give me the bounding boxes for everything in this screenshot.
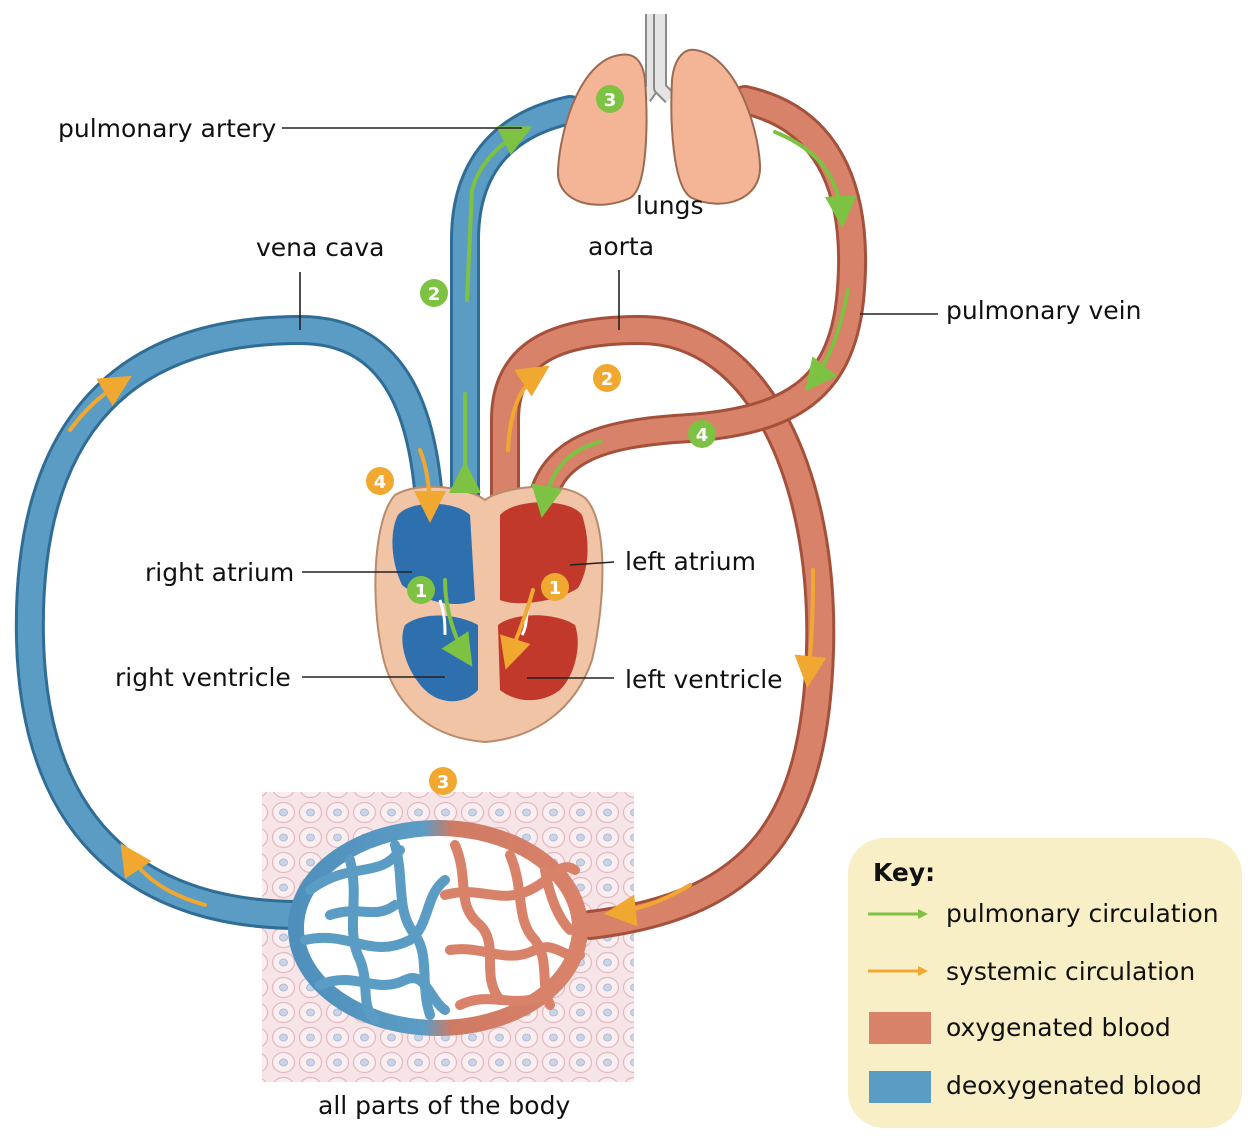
- systemic-arrows: [68, 365, 827, 927]
- leader-lines: [282, 127, 938, 679]
- key-pulmonary-label: pulmonary circulation: [946, 899, 1219, 928]
- marker-right-atrium-text: 1: [415, 581, 428, 602]
- label-pulmonary-artery: pulmonary artery: [58, 114, 277, 143]
- key-oxygenated-label: oxygenated blood: [946, 1013, 1171, 1042]
- pulmonary-arrow-icon: [868, 909, 928, 919]
- marker-right-atrium: 1: [407, 576, 435, 604]
- label-vena-cava: vena cava: [256, 233, 385, 262]
- marker-pulmonary-artery-text: 2: [428, 284, 441, 305]
- label-left-ventricle: left ventricle: [625, 665, 783, 694]
- label-right-atrium: right atrium: [145, 558, 295, 587]
- capillary-network: [288, 820, 588, 1036]
- label-pulmonary-vein: pulmonary vein: [946, 296, 1142, 325]
- marker-pulmonary-vein: 4: [688, 420, 716, 448]
- label-aorta: aorta: [588, 232, 655, 261]
- marker-left-atrium-text: 1: [549, 578, 562, 599]
- marker-pulmonary-vein-text: 4: [696, 425, 709, 446]
- marker-aorta: 2: [593, 364, 621, 392]
- marker-aorta-text: 2: [601, 369, 614, 390]
- label-lungs: lungs: [636, 191, 704, 220]
- systemic-arrow-icon: [868, 966, 928, 976]
- label-right-ventricle: right ventricle: [115, 663, 291, 692]
- lungs: [556, 14, 762, 206]
- label-body: all parts of the body: [318, 1091, 571, 1120]
- marker-body: 3: [429, 767, 457, 795]
- marker-vena-cava-text: 4: [374, 472, 387, 493]
- oxygenated-swatch: [869, 1012, 931, 1044]
- marker-body-text: 3: [437, 772, 450, 793]
- marker-left-atrium: 1: [541, 573, 569, 601]
- key-deoxygenated-label: deoxygenated blood: [946, 1071, 1203, 1100]
- marker-lungs: 3: [596, 85, 624, 113]
- pulmonary-arrows: [441, 126, 857, 667]
- marker-vena-cava: 4: [366, 467, 394, 495]
- label-left-atrium: left atrium: [625, 547, 756, 576]
- key-systemic-label: systemic circulation: [946, 957, 1196, 986]
- key-title: Key:: [873, 858, 936, 887]
- marker-lungs-text: 3: [604, 90, 617, 111]
- marker-pulmonary-artery: 2: [420, 279, 448, 307]
- deoxygenated-swatch: [869, 1071, 931, 1103]
